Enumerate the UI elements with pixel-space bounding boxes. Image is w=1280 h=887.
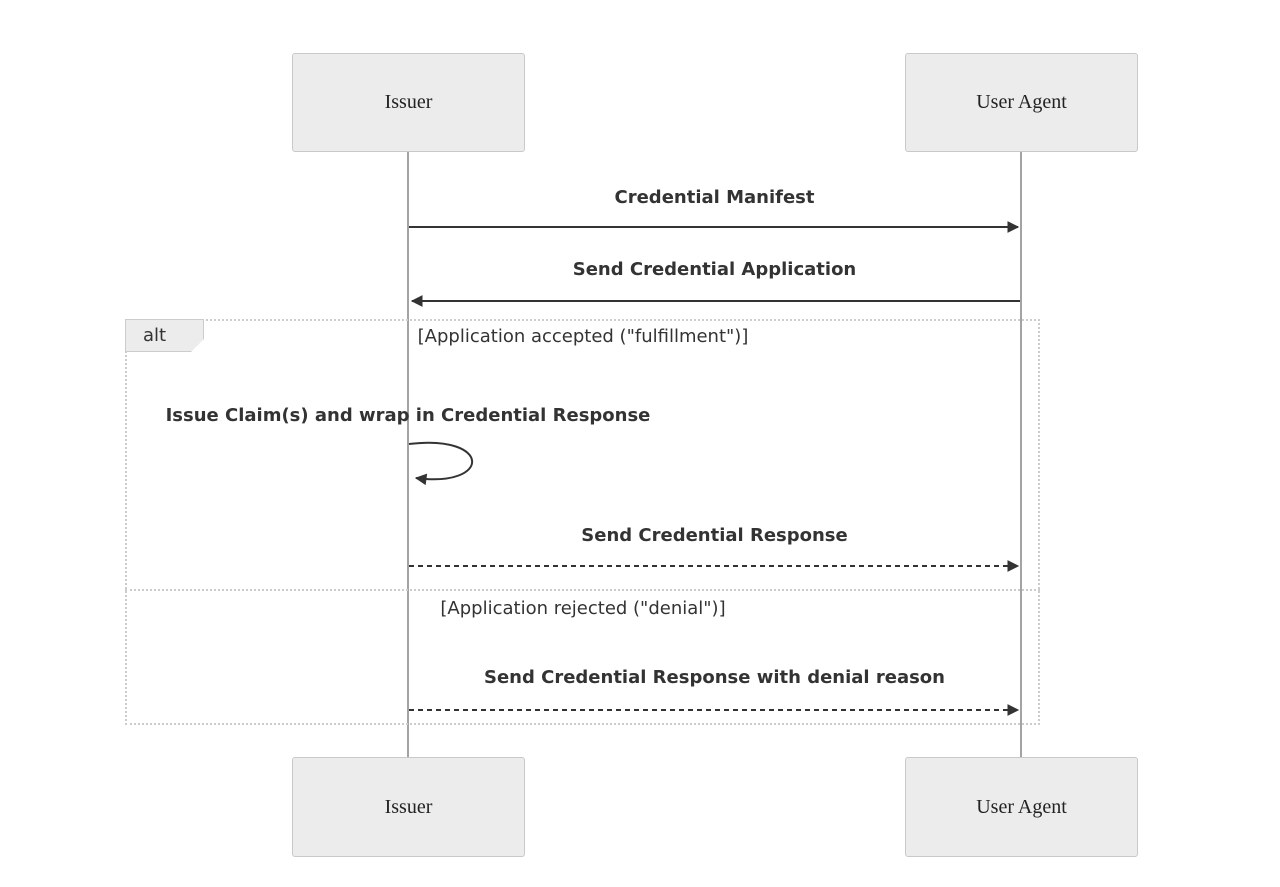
message-label-credential-manifest: Credential Manifest [614, 187, 815, 208]
alt-frame-label: alt [125, 319, 204, 352]
message-label-send-credential-response-denial: Send Credential Response with denial rea… [483, 667, 945, 688]
alt-condition-rejected: [Application rejected ("denial")] [440, 598, 726, 619]
actor-user-agent-bottom: User Agent [905, 757, 1138, 857]
alt-frame-divider [125, 589, 1040, 591]
user-agent-lifeline [1020, 152, 1022, 757]
actor-user-agent-top: User Agent [905, 53, 1138, 152]
message-label-send-credential-response: Send Credential Response [581, 525, 848, 546]
alt-frame [125, 319, 1040, 725]
issuer-lifeline [407, 152, 409, 757]
message-label-issue-claims: Issue Claim(s) and wrap in Credential Re… [165, 405, 651, 426]
alt-condition-accepted: [Application accepted ("fulfillment")] [417, 326, 749, 347]
actor-issuer-bottom: Issuer [292, 757, 525, 857]
arrow-self-loop-issue-claims [408, 441, 474, 486]
actor-issuer-top: Issuer [292, 53, 525, 152]
message-label-send-credential-application: Send Credential Application [572, 259, 857, 280]
